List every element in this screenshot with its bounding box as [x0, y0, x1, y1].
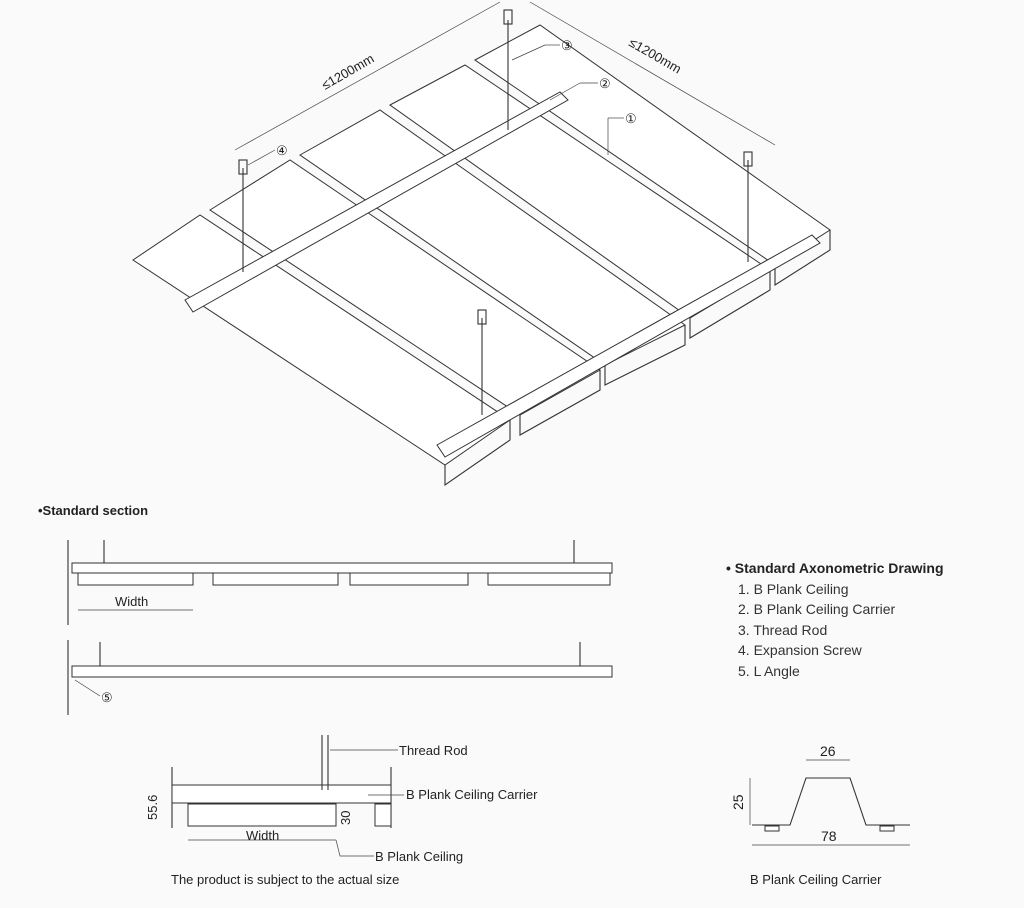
callout-5: ⑤	[101, 690, 113, 705]
callout-1: ①	[625, 111, 637, 126]
dimension-left: ≤1200mm	[319, 51, 376, 93]
axonometric-drawing: ≤1200mm ≤1200mm ④ ③ ② ①	[132, 1, 831, 487]
legend-item: 5. L Angle	[738, 662, 800, 679]
callout-4: ④	[276, 143, 288, 158]
top-width: 26	[820, 743, 836, 759]
carrier-label: B Plank Ceiling Carrier	[406, 787, 538, 802]
carrier	[436, 234, 821, 458]
legend-item: 1. B Plank Ceiling	[738, 580, 849, 597]
height-plank: 30	[338, 811, 353, 825]
size-note: The product is subject to the actual siz…	[171, 872, 399, 887]
callout-2: ②	[599, 76, 611, 91]
profile-height: 25	[730, 794, 746, 810]
base-width: 78	[821, 828, 837, 844]
height-total: 55.6	[145, 795, 160, 820]
legend-item: 2. B Plank Ceiling Carrier	[738, 601, 896, 617]
detail-width-label: Width	[246, 828, 279, 843]
legend: • Standard Axonometric Drawing 1. B Plan…	[726, 558, 944, 681]
legend-item: 3. Thread Rod	[738, 621, 828, 638]
carrier	[184, 91, 569, 313]
section-view-1: Width	[67, 540, 613, 625]
section-view-2: ⑤	[67, 640, 613, 715]
carrier-profile: 26 25 78 B Plank Ceiling Carrier	[730, 743, 910, 887]
legend-item: 4. Expansion Screw	[738, 642, 862, 658]
callout-3: ③	[561, 38, 573, 53]
detail-view: Thread Rod B Plank Ceiling Carrier Width…	[145, 735, 538, 887]
legend-title: • Standard Axonometric Drawing	[726, 560, 944, 576]
width-label: Width	[115, 594, 148, 609]
thread-rod-label: Thread Rod	[399, 743, 468, 758]
section-title: •Standard section	[38, 503, 149, 518]
thread-rods	[238, 9, 753, 415]
dimension-right: ≤1200mm	[627, 35, 684, 77]
plank-label: B Plank Ceiling	[375, 849, 463, 864]
profile-caption: B Plank Ceiling Carrier	[750, 872, 882, 887]
